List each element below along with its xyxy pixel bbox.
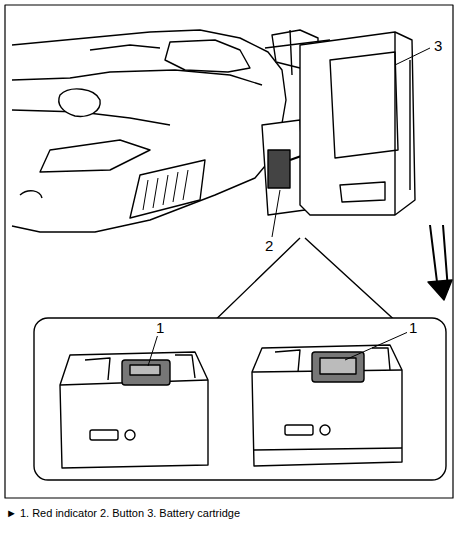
callout-number: 2 [263, 238, 275, 254]
battery-left [60, 352, 208, 468]
tool-body [12, 30, 286, 232]
figure-frame [5, 5, 453, 498]
figure-caption: ► 1. Red indicator 2. Button 3. Battery … [6, 507, 240, 519]
button [268, 150, 290, 188]
leader-line [272, 190, 280, 237]
battery-cartridge [300, 32, 415, 215]
detail-inset [34, 318, 446, 480]
button-housing [262, 120, 305, 215]
callout-number: 1 [407, 320, 419, 336]
leader-line [148, 334, 158, 366]
leader-line [395, 48, 430, 65]
callout-number: 1 [154, 320, 166, 336]
battery-right [252, 345, 402, 466]
callout-number: 3 [432, 38, 444, 54]
leader-line [345, 332, 408, 360]
